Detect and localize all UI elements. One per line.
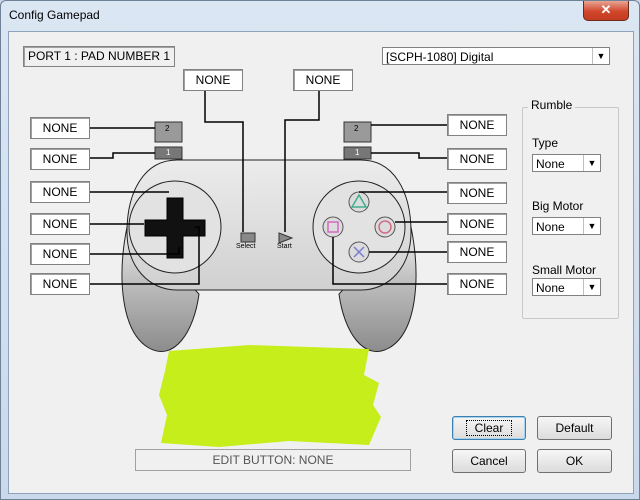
cancel-button-label: Cancel [470,454,508,468]
slot-up[interactable]: NONE [30,181,90,203]
chevron-down-icon: ▼ [592,48,609,64]
edit-button-status: EDIT BUTTON: NONE [135,449,411,471]
face-button-well [312,180,406,274]
dpad-shape [144,197,206,259]
small-motor-value: None [536,281,565,295]
rumble-group-title: Rumble [528,98,576,112]
r1-label: 1 [355,148,360,157]
cancel-button[interactable]: Cancel [452,449,526,473]
circle-icon [378,220,392,234]
clear-button[interactable]: Clear [452,416,526,440]
select-label: Select [236,243,256,250]
controller-type-value: [SCPH-1080] Digital [386,50,494,64]
connector-lines [89,89,447,285]
slot-l1[interactable]: NONE [30,148,90,170]
window-title: Config Gamepad [9,8,100,22]
controller-type-select[interactable]: [SCPH-1080] Digital ▼ [382,47,610,65]
l2-button-shape [154,121,183,143]
square-icon [327,221,339,233]
slot-down[interactable]: NONE [30,243,90,265]
dialog-body: PORT 1 : PAD NUMBER 1 [SCPH-1080] Digita… [8,31,634,494]
slot-r1[interactable]: NONE [447,148,507,170]
start-button-shape [278,232,294,244]
rumble-type-label: Type [532,136,559,150]
r2-button-shape [343,121,372,143]
slot-select[interactable]: NONE [183,69,243,91]
close-icon: ✕ [600,2,612,17]
default-button[interactable]: Default [537,416,612,440]
slot-cross[interactable]: NONE [447,241,507,263]
big-motor-label: Big Motor [532,199,584,213]
start-label: Start [277,243,292,250]
slot-square[interactable]: NONE [447,273,507,295]
circle-button [374,216,396,238]
big-motor-value: None [536,220,565,234]
square-button [322,216,344,238]
rumble-type-value: None [536,157,565,171]
slot-left[interactable]: NONE [30,213,90,235]
default-button-label: Default [555,421,594,435]
redaction-scribble [159,345,381,447]
slot-circle[interactable]: NONE [447,213,507,235]
port-label: PORT 1 : PAD NUMBER 1 [23,46,175,67]
cross-icon [353,246,365,258]
slot-triangle[interactable]: NONE [447,182,507,204]
l2-label: 2 [165,124,170,133]
small-motor-label: Small Motor [532,263,597,277]
title-bar[interactable]: Config Gamepad ✕ [1,1,639,31]
big-motor-select[interactable]: None ▼ [532,217,601,235]
chevron-down-icon: ▼ [583,155,600,171]
l1-label: 1 [166,148,171,157]
controller-diagram [89,89,447,352]
r2-label: 2 [354,124,359,133]
ok-button[interactable]: OK [537,449,612,473]
rumble-type-select[interactable]: None ▼ [532,154,601,172]
clear-button-label: Clear [465,420,513,436]
close-button[interactable]: ✕ [583,1,629,21]
slot-start[interactable]: NONE [293,69,353,91]
slot-right[interactable]: NONE [30,273,90,295]
triangle-icon [350,193,368,208]
select-button-shape [240,232,256,243]
chevron-down-icon: ▼ [583,279,600,295]
ok-button-label: OK [565,454,584,468]
slot-l2[interactable]: NONE [30,117,90,139]
slot-r2[interactable]: NONE [447,114,507,136]
chevron-down-icon: ▼ [583,218,600,234]
small-motor-select[interactable]: None ▼ [532,278,601,296]
